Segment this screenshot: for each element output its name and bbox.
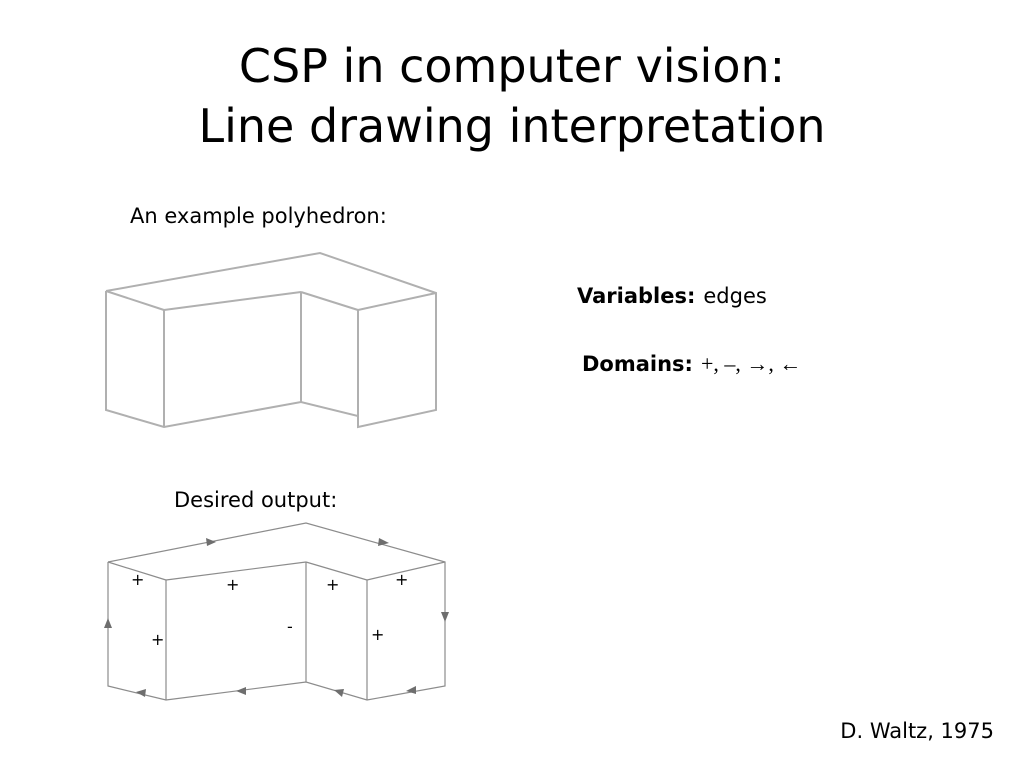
title-line-1: CSP in computer vision: xyxy=(238,39,786,93)
arrow-bottom-left-1-icon xyxy=(136,689,146,697)
example-caption: An example polyhedron: xyxy=(130,204,387,228)
title-line-2: Line drawing interpretation xyxy=(198,99,826,153)
edge-front-top-mid xyxy=(163,291,302,311)
domains-value: +, –, →, ← xyxy=(700,351,802,376)
variables-value: edges xyxy=(703,284,767,308)
arrow-bottom-left-3-icon xyxy=(334,689,344,697)
domains-label: Domains: xyxy=(582,352,693,376)
edge-label: + xyxy=(226,575,239,594)
arrow-top-right-2-icon xyxy=(378,538,389,546)
edge-front-top-left xyxy=(105,290,165,311)
arrow-down-right-icon xyxy=(441,612,449,622)
variables-line: Variables: edges xyxy=(577,284,767,308)
edge2-inner-top xyxy=(305,561,368,581)
edge-arrowheads xyxy=(104,538,449,697)
edge-label: + xyxy=(371,625,384,644)
example-polyhedron-edges xyxy=(105,251,437,429)
labeled-output-edges xyxy=(107,522,446,701)
edge-label: + xyxy=(151,630,164,649)
edge-inner-top xyxy=(300,291,359,311)
arrow-bottom-left-2-icon xyxy=(236,687,246,695)
edge-right-top xyxy=(357,292,437,311)
edge2-right-top xyxy=(366,561,446,581)
edge-label: + xyxy=(326,575,339,594)
arrow-top-right-icon xyxy=(206,538,216,546)
arrow-bottom-left-4-icon xyxy=(406,686,416,694)
edge2-outline xyxy=(107,522,446,701)
edge-label: - xyxy=(287,617,293,636)
edge2-front-top-mid xyxy=(165,561,307,581)
edge2-front-top-left xyxy=(107,561,167,581)
edge-label: + xyxy=(395,570,408,589)
edge-labels: + + + + + - + xyxy=(131,570,408,649)
output-caption: Desired output: xyxy=(174,488,338,512)
credit-text: D. Waltz, 1975 xyxy=(840,719,994,743)
slide-title: CSP in computer vision: Line drawing int… xyxy=(0,36,1024,156)
variables-label: Variables: xyxy=(577,284,696,308)
arrow-up-left-icon xyxy=(104,618,112,628)
domains-line: Domains: +, –, →, ← xyxy=(582,351,801,377)
edge-label: + xyxy=(131,570,144,589)
